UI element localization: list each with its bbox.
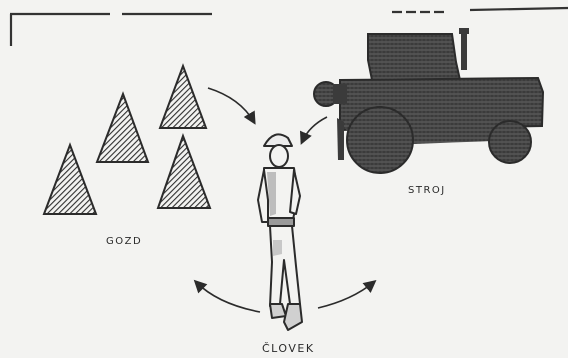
tractor-icon (314, 28, 543, 173)
frame-border (10, 8, 568, 46)
cycle-arrow-icon (196, 282, 260, 312)
tree-icon (97, 94, 148, 162)
tree-icon (158, 136, 210, 208)
worker-icon (258, 134, 302, 330)
human-label: ČLOVEK (262, 342, 315, 355)
cycle-arrow-icon (208, 88, 254, 122)
forest-group (44, 66, 210, 214)
machine-label: STROJ (408, 185, 446, 196)
tree-icon (160, 66, 206, 128)
cycle-arrow-icon (318, 282, 374, 308)
forest-label: GOZD (106, 236, 142, 247)
cycle-arrow-icon (302, 117, 327, 142)
tree-icon (44, 145, 96, 214)
